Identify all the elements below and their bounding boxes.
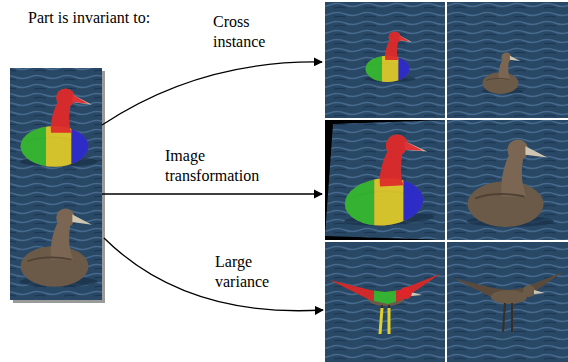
cross-instance-images [325, 2, 568, 118]
arrow [102, 193, 322, 194]
source-image [10, 68, 105, 303]
heading-label: Part is invariant to: [26, 8, 152, 28]
variance-images [325, 242, 568, 362]
arrow-label: Large variance [213, 252, 293, 292]
arrow [102, 62, 322, 125]
arrow-label: Image transformation [163, 146, 285, 186]
arrow [104, 238, 323, 311]
arrows [102, 62, 323, 311]
arrow-label: Cross instance [211, 12, 287, 52]
transformation-images [325, 120, 568, 240]
